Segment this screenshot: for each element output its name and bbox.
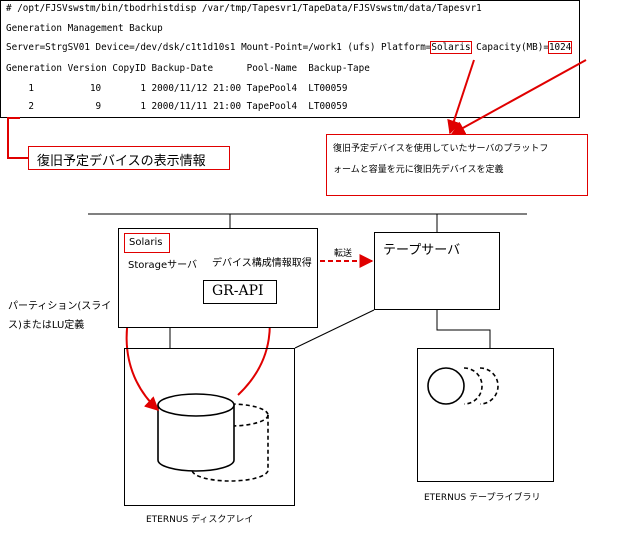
partition-label-line2: ス)またはLU定義 [8,320,85,331]
callout-right-line2: ォームと容量を元に復旧先デバイスを定義 [333,165,504,175]
disk-array-label: ETERNUS ディスクアレイ [146,515,254,525]
partition-label-line1: パーティション(スライ [8,301,112,312]
columns-header: Generation Version CopyID Backup-Date Po… [6,63,370,74]
callout-right-line1: 復旧予定デバイスを使用していたサーバのプラットフ [333,144,549,154]
disk-array-box [124,348,295,506]
capacity-value: 1024 [547,41,573,54]
terminal-output: # /opt/FJSVswstm/bin/tbodrhistdisp /var/… [0,0,580,118]
tape-library-box [417,348,554,482]
server-info-line: Server=StrgSV01 Device=/dev/dsk/c1t1d10s… [6,41,573,54]
tape-library-label: ETERNUS テープライブラリ [424,493,541,503]
storage-server-name: Storageサーバ [128,260,198,271]
callout-left-label: 復旧予定デバイスの表示情報 [37,154,206,169]
tape-server-to-library-line [436,310,491,348]
server-info-prefix: Server=StrgSV01 Device=/dev/dsk/c1t1d10s… [6,42,432,53]
disk-cylinder [157,393,235,472]
tape-server-label: テープサーバ [383,243,461,258]
device-info-label: デバイス構成情報取得 [212,258,312,269]
history-row: 2 9 1 2000/11/11 21:00 TapePool4 LT00059 [6,101,348,112]
storage-server-box [118,228,318,328]
backup-header: Generation Management Backup [6,23,163,34]
gr-api-label: GR-API [212,283,264,299]
storage-platform-label: Solaris [129,237,163,248]
history-row: 1 10 1 2000/11/12 21:00 TapePool4 LT0005… [6,83,348,94]
tape-server-box: テープサーバ [374,232,500,310]
callout-right-box: 復旧予定デバイスを使用していたサーバのプラットフ ォームと容量を元に復旧先デバイ… [326,134,588,196]
platform-value: Solaris [430,41,472,54]
callout-left-connector [7,117,28,159]
callout-arrow-platform [447,59,475,135]
disk-cylinder-dashed [191,403,269,482]
callout-arrow-capacity [450,59,587,135]
server-info-middle: Capacity(MB)= [470,42,549,53]
server-to-disk-diag [294,309,375,349]
callout-left-box: 復旧予定デバイスの表示情報 [28,146,230,170]
tape-cartridge-icon [427,367,499,405]
gr-api-box: GR-API [203,280,277,304]
command-line: # /opt/FJSVswstm/bin/tbodrhistdisp /var/… [6,3,482,14]
storage-platform-box: Solaris [124,233,170,253]
transfer-label: 転送 [334,249,353,259]
